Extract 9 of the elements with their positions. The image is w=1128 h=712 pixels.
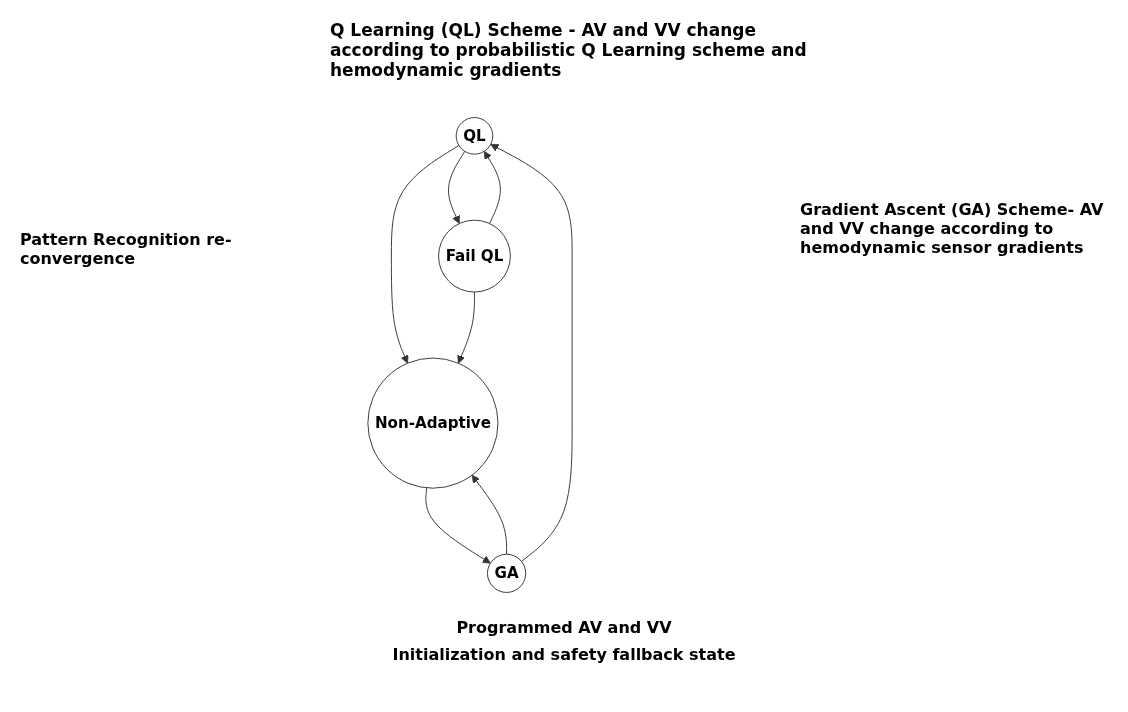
annotation-text: Pattern Recognition re-convergence — [20, 230, 233, 268]
annotation-text: Q Learning (QL) Scheme - AV and VV change according to probabilistic Q Learning scheme and hemodynamic gradients — [330, 20, 808, 80]
annotation-text: Programmed AV and VV — [455, 618, 673, 637]
node-circle — [438, 219, 511, 293]
annotation-text: Initialization and safety fallback state — [391, 645, 737, 664]
node-circle — [487, 553, 527, 593]
annotation-text: Gradient Ascent (GA) Scheme- AV and VV change according to hemodynamic sensor gradients — [800, 200, 1105, 257]
node-circle — [455, 117, 494, 155]
node-circle — [367, 357, 499, 489]
